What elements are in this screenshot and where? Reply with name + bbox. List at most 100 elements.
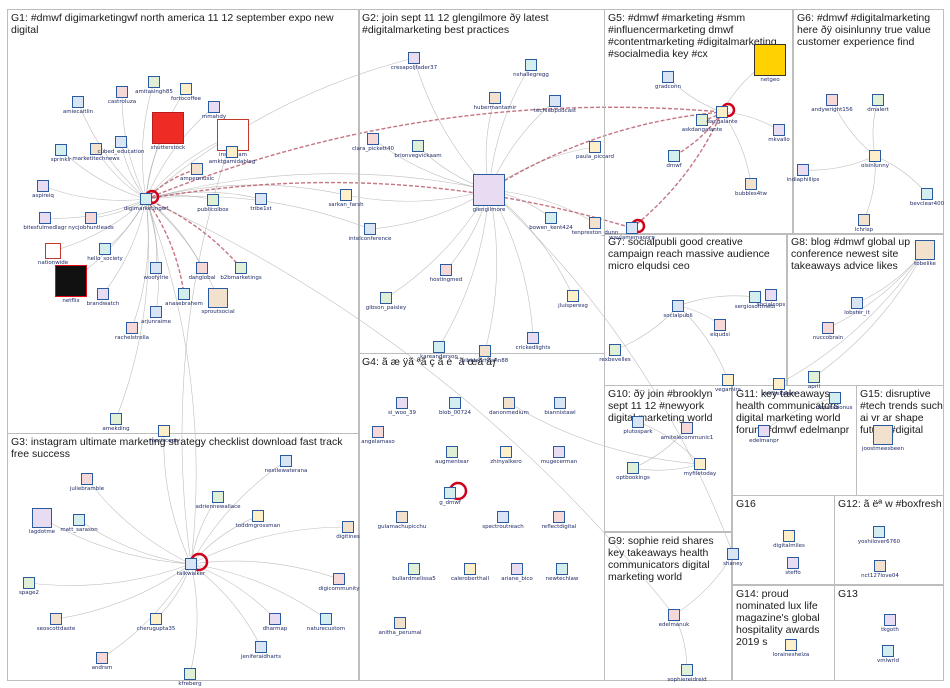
node-avatar-amktgamidablog[interactable] — [226, 146, 238, 158]
node-avatar-plutospark[interactable] — [632, 416, 644, 428]
node-avatar-biannistawl[interactable] — [554, 397, 566, 409]
node-avatar-brionvegvickaam[interactable] — [412, 140, 424, 152]
node-avatar-blob_00724[interactable] — [449, 397, 461, 409]
node-avatar-optbookings[interactable] — [627, 462, 639, 474]
node-avatar-amekding[interactable] — [110, 413, 122, 425]
node-avatar-ariane_bico[interactable] — [511, 563, 523, 575]
node-avatar-pibbleprhcahn88[interactable] — [479, 345, 491, 357]
node-avatar-sophiereidreid[interactable] — [681, 664, 693, 676]
node-avatar-dmalert[interactable] — [872, 94, 884, 106]
node-avatar-danglobal[interactable] — [196, 262, 208, 274]
node-avatar-adriennewallace[interactable] — [212, 491, 224, 503]
node-avatar-nct127love04[interactable] — [874, 560, 886, 572]
node-avatar-paula_piccard[interactable] — [589, 141, 601, 153]
node-avatar-bullardmelissa5[interactable] — [408, 563, 420, 575]
node-avatar-amitasingh85[interactable] — [148, 76, 160, 88]
node-avatar-sproutsocial[interactable] — [208, 288, 228, 308]
node-avatar-shaney[interactable] — [727, 548, 739, 560]
node-avatar-reflectdigital[interactable] — [553, 511, 565, 523]
node-avatar-joostmeesbeen[interactable] — [873, 425, 893, 445]
node-avatar-moriscope[interactable] — [158, 425, 170, 437]
node-avatar-ampermusic[interactable] — [191, 163, 203, 175]
node-avatar-hubermantamir[interactable] — [489, 92, 501, 104]
node-avatar-nuccobrain[interactable] — [822, 322, 834, 334]
node-avatar-glengilmore[interactable] — [473, 174, 505, 206]
node-avatar-rexbevelles[interactable] — [609, 344, 621, 356]
node-avatar-seoscottdaste[interactable] — [50, 613, 62, 625]
node-avatar-instagram[interactable] — [217, 119, 249, 151]
node-avatar-fortocoffee[interactable] — [180, 83, 192, 95]
node-avatar-danonmedium[interactable] — [503, 397, 515, 409]
node-avatar-sprinklr[interactable] — [55, 144, 67, 156]
node-avatar-sarkan_farsh[interactable] — [340, 189, 352, 201]
node-avatar-sergiosoltmedi[interactable] — [749, 291, 761, 303]
node-avatar-dmwf[interactable] — [668, 150, 680, 162]
node-avatar-nycjobhuntleads[interactable] — [85, 212, 97, 224]
node-avatar-augmentear[interactable] — [446, 446, 458, 458]
node-avatar-amitelecommunic1[interactable] — [681, 422, 693, 434]
node-avatar-zettitekaiser[interactable] — [773, 378, 785, 390]
node-avatar-oisinlunny[interactable] — [869, 150, 881, 162]
node-avatar-cherugupta35[interactable] — [150, 613, 162, 625]
node-avatar-kareanderson[interactable] — [433, 341, 445, 353]
node-avatar-waylamemacorp[interactable] — [626, 222, 638, 234]
node-avatar-edelmanuk[interactable] — [668, 609, 680, 621]
node-avatar-dangalante[interactable] — [716, 106, 728, 118]
node-avatar-anitha_perumal[interactable] — [394, 617, 406, 629]
node-avatar-anasebrahem[interactable] — [178, 288, 190, 300]
node-avatar-mkvallo[interactable] — [773, 124, 785, 136]
node-avatar-clara_pickett40[interactable] — [367, 133, 379, 145]
node-avatar-andrsm[interactable] — [96, 652, 108, 664]
node-avatar-juliebramble[interactable] — [81, 473, 93, 485]
node-avatar-shutterstock[interactable] — [152, 112, 184, 144]
node-avatar-arjunraime[interactable] — [150, 306, 162, 318]
node-avatar-steffo[interactable] — [787, 557, 799, 569]
node-avatar-matt_sarason[interactable] — [73, 514, 85, 526]
node-avatar-edelmanpr[interactable] — [758, 425, 770, 437]
node-avatar-gulamachupicchu[interactable] — [396, 511, 408, 523]
node-avatar-tenpreston_dunn[interactable] — [589, 217, 601, 229]
node-avatar-digitalmiles[interactable] — [783, 530, 795, 542]
node-avatar-spage2[interactable] — [23, 577, 35, 589]
node-avatar-netflix[interactable] — [55, 265, 87, 297]
node-avatar-hostingmed[interactable] — [440, 264, 452, 276]
node-avatar-newtechlaw[interactable] — [556, 563, 568, 575]
node-avatar-vegamira[interactable] — [722, 374, 734, 386]
node-avatar-brandwatch[interactable] — [97, 288, 109, 300]
node-avatar-amiecaitlin[interactable] — [72, 96, 84, 108]
node-avatar-zhinyalkero[interactable] — [500, 446, 512, 458]
node-avatar-bubbles4tw[interactable] — [745, 178, 757, 190]
node-avatar-rachelstrella[interactable] — [126, 322, 138, 334]
node-avatar-lobster_it[interactable] — [851, 297, 863, 309]
node-avatar-spectroutreach[interactable] — [497, 511, 509, 523]
node-avatar-nestlewaterana[interactable] — [280, 455, 292, 467]
node-avatar-woofylrie[interactable] — [150, 262, 162, 274]
node-avatar-digimarketingwf[interactable] — [140, 193, 152, 205]
node-avatar-hello_society[interactable] — [99, 243, 111, 255]
node-avatar-lchrisp[interactable] — [858, 214, 870, 226]
node-avatar-si_woo_39[interactable] — [396, 397, 408, 409]
node-avatar-techlabpodcast[interactable] — [549, 95, 561, 107]
node-avatar-indiaphillips[interactable] — [797, 164, 809, 176]
node-avatar-naturecustom[interactable] — [320, 613, 332, 625]
node-avatar-crickedlights[interactable] — [527, 332, 539, 344]
node-avatar-april[interactable] — [808, 371, 820, 383]
node-avatar-bowen_kent424[interactable] — [545, 212, 557, 224]
node-avatar-mugecerman[interactable] — [553, 446, 565, 458]
node-avatar-jluisperesg[interactable] — [567, 290, 579, 302]
node-avatar-jeniferaidharts[interactable] — [255, 641, 267, 653]
node-avatar-publicolbox[interactable] — [207, 194, 219, 206]
node-avatar-castroluza[interactable] — [116, 86, 128, 98]
node-avatar-toddmgrossman[interactable] — [252, 510, 264, 522]
node-avatar-cresapoljfader37[interactable] — [408, 52, 420, 64]
node-avatar-b2bmarketings[interactable] — [235, 262, 247, 274]
node-avatar-askdangalante[interactable] — [696, 114, 708, 126]
node-avatar-mmahdy[interactable] — [208, 101, 220, 113]
node-avatar-cubed_education[interactable] — [115, 136, 127, 148]
node-avatar-gradconn[interactable] — [662, 71, 674, 83]
node-avatar-myfiletoday[interactable] — [694, 458, 706, 470]
node-avatar-netgeo[interactable] — [754, 44, 786, 76]
node-avatar-andywright156[interactable] — [826, 94, 838, 106]
node-avatar-bitesfulmedlagr[interactable] — [39, 212, 51, 224]
node-avatar-angelamaso[interactable] — [372, 426, 384, 438]
